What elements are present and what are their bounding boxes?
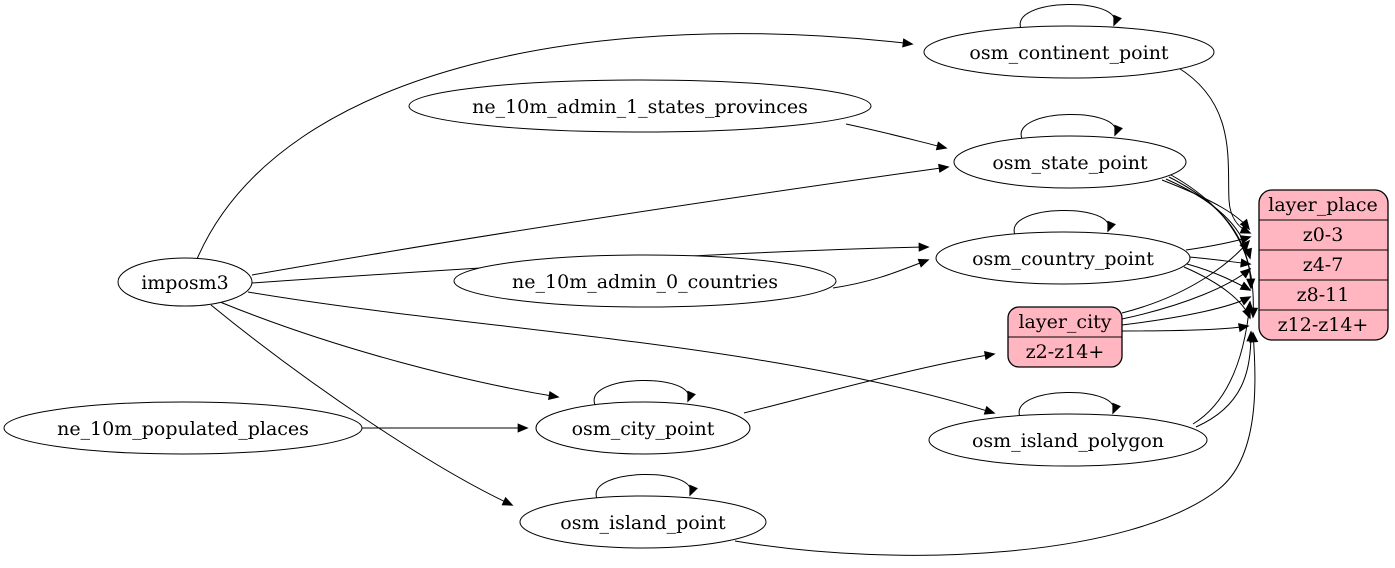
layer_place-row-z12-z14: z12-z14+ — [1278, 314, 1369, 336]
node-ne_10m_admin_1_states_provinces-shape — [408, 79, 872, 133]
edge-layer_city-layer_place_z12-z14 — [1121, 323, 1250, 333]
edge-osm_island_polygon-layer_place_z8-11 — [1192, 300, 1254, 425]
node-ne_10m_admin_0_countries-shape — [453, 254, 837, 308]
edge-osm_continent_point-layer_place_z0-3 — [1176, 66, 1252, 234]
node-osm_continent_point: osm_continent_point — [923, 25, 1215, 79]
node-imposm3-label: imposm3 — [141, 272, 229, 294]
layer_city-row-z2-z14: z2-z14+ — [1026, 341, 1105, 363]
node-ne_10m_admin_0_countries: ne_10m_admin_0_countries — [453, 254, 837, 308]
node-osm_state_point: osm_state_point — [953, 135, 1187, 189]
selfloop-osm_continent_point — [1019, 4, 1122, 30]
node-osm_country_point-shape — [935, 231, 1191, 285]
selfloop-osm_island_polygon — [1018, 392, 1121, 418]
edge-imposm3-osm_island_polygon — [247, 291, 996, 415]
node-osm_island_point-label: osm_island_point — [560, 512, 726, 534]
edge-osm_city_point-layer_city_z2-z14 — [743, 350, 996, 414]
layer_city-title: layer_city — [1018, 311, 1111, 333]
edges-group — [196, 4, 1259, 556]
edge-imposm3-osm_state_point — [251, 163, 950, 276]
node-ne_10m_populated_places: ne_10m_populated_places — [3, 401, 363, 455]
node-osm_city_point: osm_city_point — [535, 401, 751, 455]
node-ne_10m_admin_1_states_provinces-label: ne_10m_admin_1_states_provinces — [472, 96, 808, 118]
node-osm_country_point: osm_country_point — [935, 231, 1191, 285]
edge-osm_island_point-layer_place_z12-z14 — [734, 331, 1259, 556]
edge-osm_state_point-layer_place_z4-7 — [1165, 178, 1252, 260]
node-osm_island_polygon-label: osm_island_polygon — [972, 430, 1164, 452]
layer_place-row-z0-3: z0-3 — [1303, 224, 1344, 246]
node-layer_city: layer_city z2-z14+ — [1007, 306, 1123, 368]
node-ne_10m_admin_1_states_provinces: ne_10m_admin_1_states_provinces — [408, 79, 872, 133]
selfloop-osm_state_point — [1020, 114, 1123, 140]
edge-imposm3-osm_city_point — [219, 301, 560, 401]
edge-layer_city-layer_place_z8-11 — [1121, 296, 1252, 326]
selfloop-osm_island_point — [595, 474, 698, 500]
layer_place-title: layer_place — [1268, 194, 1377, 216]
node-layer_place: layer_place z0-3 z4-7 z8-11 z12-z14+ — [1258, 189, 1389, 341]
edge-ne_10m_admin_1_states_provinces-osm_state_point — [845, 123, 948, 151]
edge-osm_state_point-layer_place_z8-11 — [1168, 176, 1256, 290]
edge-osm_country_point-layer_place_z0-3 — [1185, 235, 1252, 251]
node-imposm3: imposm3 — [117, 257, 253, 307]
edge-osm_country_point-layer_place_z12-z14 — [1183, 266, 1251, 320]
node-osm_country_point-label: osm_country_point — [972, 248, 1154, 270]
edge-ne_10m_admin_0_countries-osm_country_point — [832, 258, 930, 289]
node-osm_island_polygon: osm_island_polygon — [928, 413, 1208, 467]
node-ne_10m_populated_places-shape — [3, 401, 363, 455]
node-osm_city_point-label: osm_city_point — [572, 418, 715, 440]
node-ne_10m_populated_places-label: ne_10m_populated_places — [57, 418, 309, 440]
edge-layer_city-layer_place_z0-3 — [1121, 239, 1251, 314]
edge-osm_island_polygon-layer_place_z12-z14 — [1195, 330, 1256, 428]
node-osm_state_point-label: osm_state_point — [992, 152, 1148, 174]
node-osm_island_polygon-shape — [928, 413, 1208, 467]
node-osm_island_point: osm_island_point — [519, 495, 767, 549]
edge-imposm3-osm_continent_point — [196, 33, 914, 260]
node-osm_continent_point-label: osm_continent_point — [969, 42, 1169, 64]
selfloop-osm_country_point — [1013, 210, 1116, 236]
edge-layer_city-layer_place_z4-7 — [1121, 267, 1252, 320]
node-osm_city_point-shape — [535, 401, 751, 455]
edge-imposm3-osm_island_point — [210, 304, 514, 506]
edge-osm_country_point-layer_place_z8-11 — [1186, 263, 1252, 291]
node-osm_island_point-shape — [519, 495, 767, 549]
edge-osm_state_point-layer_place_z0-3 — [1161, 179, 1251, 231]
selfloop-osm_city_point — [593, 380, 696, 406]
edge-osm_country_point-layer_place_z4-7 — [1188, 256, 1252, 268]
node-imposm3-shape — [117, 257, 253, 307]
layer_place-row-z8-11: z8-11 — [1297, 284, 1350, 306]
edge-osm_state_point-layer_place_z12-z14 — [1170, 174, 1259, 319]
node-osm_state_point-shape — [953, 135, 1187, 189]
node-osm_continent_point-shape — [923, 25, 1215, 79]
node-layer_place-shape — [1258, 189, 1389, 341]
layer_place-row-z4-7: z4-7 — [1303, 254, 1344, 276]
node-ne_10m_admin_0_countries-label: ne_10m_admin_0_countries — [512, 271, 778, 293]
